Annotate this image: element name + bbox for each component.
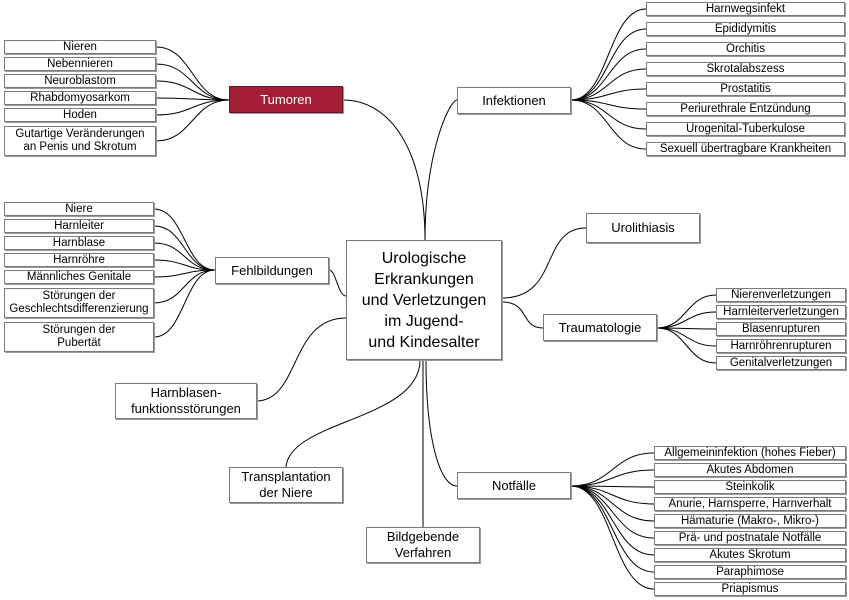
leaf-tumoren-link-4: [155, 99, 230, 116]
leaf-tumoren-link-5: [155, 99, 230, 142]
leaf-fehlbildungen-link-3: [153, 259, 216, 271]
leaf-fehlbildungen-link-4: [153, 269, 216, 278]
leaf-tumoren-5: Gutartige Veränderungen an Penis und Skr…: [4, 126, 156, 156]
link-center-fehlbildungen: [328, 269, 347, 297]
leaf-infektionen-7: Sexuell übertragbare Krankheiten: [646, 142, 845, 156]
leaf-tumoren-1: Nebennieren: [4, 57, 156, 71]
leaf-infektionen-link-5: [570, 99, 647, 110]
leaf-notfaelle-link-8: [570, 485, 655, 590]
leaf-tumoren-3: Rhabdomyosarkom: [4, 91, 156, 105]
leaf-traumatologie-4: Genitalverletzungen: [716, 356, 846, 370]
leaf-fehlbildungen-link-0: [153, 208, 216, 271]
leaf-infektionen-1: Epididymitis: [646, 22, 845, 36]
branch-fehlbildungen: Fehlbildungen: [215, 257, 329, 284]
link-center-traumatologie: [501, 301, 544, 329]
branch-bildgebende: Bildgebende Verfahren: [366, 527, 480, 563]
leaf-infektionen-2: Orchitis: [646, 42, 845, 56]
leaf-fehlbildungen-5: Störungen der Geschlechtsdifferenzierung: [4, 288, 154, 318]
leaf-fehlbildungen-link-1: [153, 225, 216, 271]
leaf-traumatologie-link-1: [656, 311, 717, 329]
leaf-traumatologie-link-0: [656, 294, 717, 329]
leaf-notfaelle-5: Prä- und postnatale Notfälle: [654, 531, 846, 545]
branch-tumoren: Tumoren: [229, 86, 343, 113]
link-center-harnblasen: [256, 317, 347, 402]
leaf-notfaelle-0: Allgemeininfektion (hohes Fieber): [654, 446, 846, 460]
leaf-traumatologie-link-3: [656, 327, 717, 347]
leaf-notfaelle-link-7: [570, 485, 655, 573]
leaf-traumatologie-2: Blasenrupturen: [716, 322, 846, 336]
link-center-infektionen: [424, 99, 458, 241]
leaf-infektionen-5: Periurethrale Entzündung: [646, 102, 845, 116]
branch-notfaelle: Notfälle: [457, 472, 571, 499]
leaf-fehlbildungen-3: Harnröhre: [4, 253, 154, 267]
leaf-infektionen-link-6: [570, 99, 647, 130]
leaf-tumoren-2: Neuroblastom: [4, 74, 156, 88]
link-center-notfaelle: [425, 359, 458, 487]
leaf-fehlbildungen-link-2: [153, 242, 216, 271]
branch-urolithiasis: Urolithiasis: [586, 213, 700, 243]
leaf-notfaelle-1: Akutes Abdomen: [654, 463, 846, 477]
leaf-fehlbildungen-link-6: [153, 269, 216, 338]
leaf-fehlbildungen-6: Störungen der Pubertät: [4, 322, 154, 352]
leaf-infektionen-link-7: [570, 99, 647, 150]
center-topic: Urologische Erkrankungen und Verletzunge…: [346, 240, 502, 360]
leaf-tumoren-link-0: [155, 46, 230, 101]
leaf-tumoren-0: Nieren: [4, 40, 156, 54]
leaf-infektionen-0: Harnwegsinfekt: [646, 2, 845, 16]
branch-transplantation: Transplantation der Niere: [229, 467, 343, 503]
leaf-infektionen-link-2: [570, 48, 647, 101]
leaf-infektionen-link-0: [570, 8, 647, 101]
leaf-infektionen-link-3: [570, 68, 647, 101]
leaf-notfaelle-link-6: [570, 485, 655, 556]
leaf-traumatologie-3: Harnröhrenrupturen: [716, 339, 846, 353]
leaf-fehlbildungen-link-5: [153, 269, 216, 304]
leaf-notfaelle-8: Priapismus: [654, 582, 846, 596]
leaf-tumoren-4: Hoden: [4, 108, 156, 122]
leaf-traumatologie-0: Nierenverletzungen: [716, 288, 846, 302]
leaf-notfaelle-3: Anurie, Harnsperre, Harnverhalt: [654, 497, 846, 511]
link-center-urolithiasis: [501, 227, 587, 299]
leaf-infektionen-link-4: [570, 88, 647, 101]
leaf-notfaelle-2: Steinkolik: [654, 480, 846, 494]
leaf-infektionen-3: Skrotalabszess: [646, 62, 845, 76]
leaf-fehlbildungen-0: Niere: [4, 202, 154, 216]
leaf-notfaelle-link-5: [570, 485, 655, 539]
leaf-fehlbildungen-2: Harnblase: [4, 236, 154, 250]
leaf-infektionen-link-1: [570, 28, 647, 101]
leaf-notfaelle-4: Hämaturie (Makro-, Mikro-): [654, 514, 846, 528]
link-center-transplantation: [285, 359, 421, 468]
leaf-notfaelle-link-0: [570, 452, 655, 487]
leaf-notfaelle-6: Akutes Skrotum: [654, 548, 846, 562]
leaf-tumoren-link-2: [155, 80, 230, 101]
leaf-fehlbildungen-1: Harnleiter: [4, 219, 154, 233]
leaf-infektionen-4: Prostatitis: [646, 82, 845, 96]
branch-infektionen: Infektionen: [457, 87, 571, 114]
branch-traumatologie: Traumatologie: [543, 314, 657, 341]
leaf-notfaelle-link-1: [570, 469, 655, 487]
leaf-tumoren-link-1: [155, 63, 230, 101]
leaf-traumatologie-link-4: [656, 327, 717, 364]
leaf-notfaelle-7: Paraphimose: [654, 565, 846, 579]
link-center-tumoren: [342, 99, 426, 241]
leaf-infektionen-6: Urogenital-Tuberkulose: [646, 122, 845, 136]
leaf-fehlbildungen-4: Männliches Genitale: [4, 270, 154, 284]
leaf-traumatologie-1: Harnleiterverletzungen: [716, 305, 846, 319]
branch-harnblasen: Harnblasen- funktionsstörungen: [115, 383, 257, 419]
